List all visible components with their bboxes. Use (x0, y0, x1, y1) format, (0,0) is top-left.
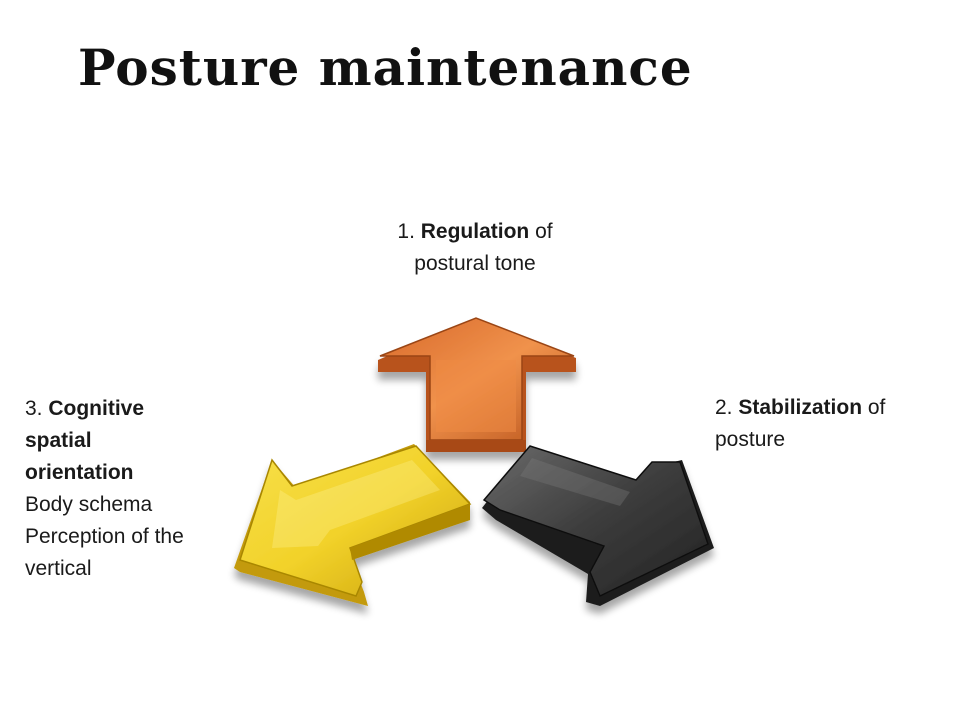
step-3-bold-1: Cognitive (48, 397, 145, 420)
step-2-label: 2. Stabilization of posture (715, 392, 935, 456)
step-3-extra-1: Body schema (25, 493, 153, 516)
step-1-bold: Regulation (420, 220, 530, 243)
arrow-left-icon (234, 444, 472, 606)
step-2-bold: Stabilization (738, 396, 863, 419)
step-2-number: 2. (715, 396, 733, 419)
arrow-down-right-icon (482, 445, 714, 606)
step-3-extra-3: vertical (25, 557, 92, 580)
page-title: Posture maintenance (78, 38, 693, 97)
step-2-rest: of (862, 396, 886, 419)
step-3-bold-2: spatial (25, 429, 92, 452)
step-1-rest: of (529, 220, 553, 243)
step-3-bold-3: orientation (25, 461, 134, 484)
step-3-number: 3. (25, 397, 43, 420)
step-1-line2: postural tone (414, 252, 536, 275)
step-2-line2: posture (715, 428, 786, 451)
arrow-up-icon (378, 317, 576, 452)
step-1-label: 1. Regulation of postural tone (360, 216, 590, 280)
step-3-extra-2: Perception of the (25, 525, 184, 548)
step-3-label: 3. Cognitive spatial orientation Body sc… (25, 393, 235, 585)
step-1-number: 1. (397, 220, 415, 243)
